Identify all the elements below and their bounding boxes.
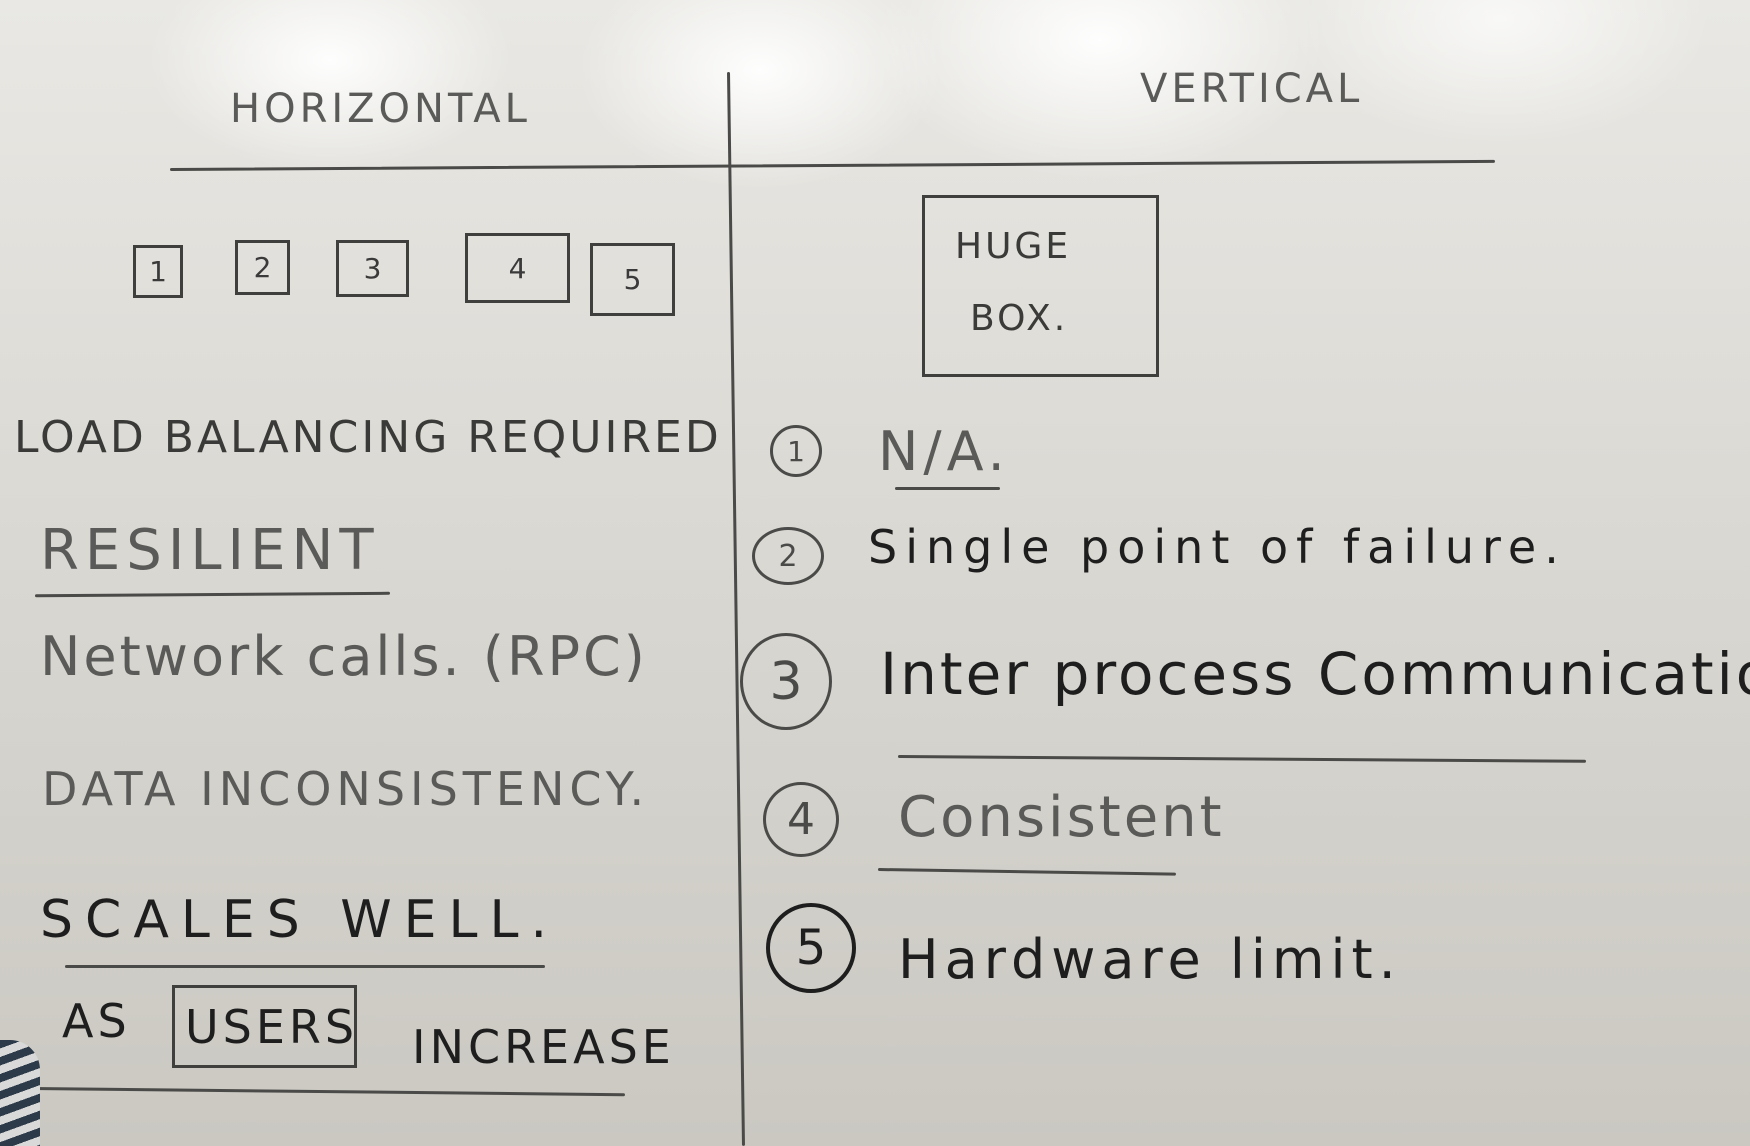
- right-point-3: Inter process Communication.: [880, 640, 1750, 708]
- point-number-1: 1: [770, 425, 822, 477]
- header-horizontal: HORIZONTAL: [230, 86, 531, 132]
- point-scales-well: SCALES WELL.: [40, 890, 559, 950]
- point-network-calls: Network calls. (RPC): [40, 625, 648, 688]
- users-box: USERS: [172, 985, 357, 1068]
- resilient-underline: [34, 591, 391, 598]
- scales-well-underline: [65, 965, 545, 968]
- ipc-underline: [897, 755, 1586, 763]
- point-number-3-label: 3: [769, 651, 803, 712]
- na-underline: [895, 487, 1000, 490]
- machine-box-2: 2: [235, 240, 290, 295]
- right-point-1: N/A.: [878, 420, 1010, 483]
- machine-box-5: 5: [590, 243, 675, 316]
- right-point-2: Single point of failure.: [868, 520, 1567, 574]
- point-number-3: 3: [740, 633, 832, 730]
- machine-box-3: 3: [336, 240, 409, 297]
- huge-box-line1: HUGE: [955, 226, 1072, 267]
- point-load-balancing: LOAD BALANCING REQUIRED: [14, 412, 722, 463]
- scales-note-suffix: INCREASE: [412, 1020, 675, 1074]
- point-number-5: 5: [766, 903, 856, 993]
- point-number-5-label: 5: [795, 920, 827, 976]
- consistent-underline: [877, 868, 1176, 876]
- point-number-4: 4: [763, 782, 839, 857]
- header-underline: [169, 159, 1495, 171]
- point-number-1-label: 1: [787, 434, 805, 468]
- machine-box-1: 1: [133, 245, 183, 298]
- right-point-4: Consistent: [898, 785, 1225, 850]
- point-number-2-label: 2: [778, 538, 798, 574]
- point-number-2: 2: [752, 527, 824, 585]
- header-vertical: VERTICAL: [1140, 66, 1364, 112]
- point-data-inconsistency: DATA INCONSISTENCY.: [42, 762, 650, 816]
- huge-box: HUGE BOX.: [922, 195, 1159, 377]
- machine-box-4: 4: [465, 233, 570, 303]
- scales-note-underline: [29, 1087, 625, 1097]
- point-number-4-label: 4: [787, 794, 815, 845]
- huge-box-line2: BOX.: [970, 298, 1069, 339]
- person-sleeve: [0, 1040, 40, 1146]
- column-divider: [727, 71, 745, 1146]
- scales-note-prefix: AS: [62, 994, 131, 1048]
- right-point-5: Hardware limit.: [898, 928, 1402, 991]
- point-resilient: RESILIENT: [40, 518, 380, 583]
- scales-note-users: USERS: [185, 1000, 359, 1054]
